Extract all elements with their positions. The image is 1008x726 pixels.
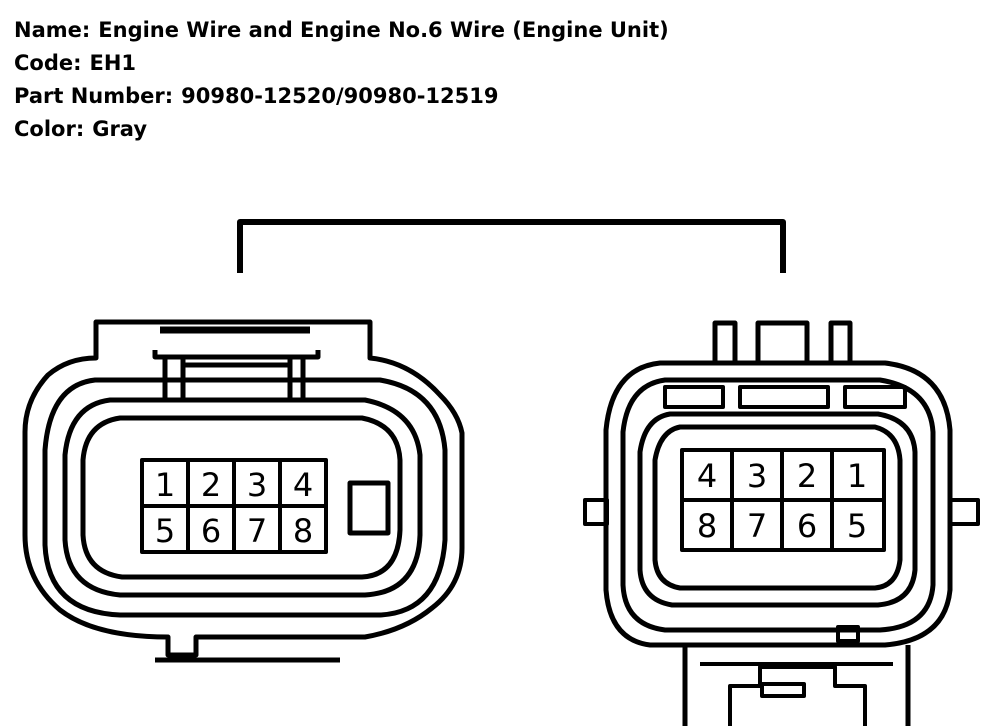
left-pin-grid [140, 458, 328, 554]
right-pin-label: 6 [797, 507, 817, 545]
mating-bracket [237, 219, 786, 273]
left-connector-housing [22, 319, 465, 658]
left-pin-label: 2 [201, 466, 221, 504]
right-top-pegs [712, 320, 853, 363]
code-label: Code: [14, 51, 82, 75]
right-pin-label: 4 [697, 457, 717, 495]
left-pin-label: 8 [293, 512, 313, 550]
right-connector [583, 320, 980, 726]
right-right-ear [948, 498, 980, 526]
left-connector [22, 319, 465, 663]
left-inner-ring [42, 377, 448, 618]
left-lock-tab [152, 350, 321, 360]
left-pin-label: 3 [247, 466, 267, 504]
left-pin-label: 6 [201, 512, 221, 550]
right-pin-label: 7 [747, 507, 767, 545]
code-row: Code: EH1 [14, 47, 669, 80]
part-number-row: Part Number: 90980-12520/90980-12519 [14, 80, 669, 113]
color-row: Color: Gray [14, 113, 669, 146]
right-pin-grid [680, 448, 886, 552]
right-pin-label: 1 [847, 457, 867, 495]
name-value: Engine Wire and Engine No.6 Wire (Engine… [98, 18, 669, 42]
right-inner-ring [637, 411, 918, 608]
color-label: Color: [14, 117, 85, 141]
name-row: Name: Engine Wire and Engine No.6 Wire (E… [14, 14, 669, 47]
right-pin-label: 2 [797, 457, 817, 495]
part-number-label: Part Number: [14, 84, 174, 108]
code-value: EH1 [89, 51, 137, 75]
left-side-latch [347, 480, 391, 536]
left-pin-label: 4 [293, 466, 313, 504]
left-pin-label: 1 [155, 466, 175, 504]
left-pin-label: 7 [247, 512, 267, 550]
color-value: Gray [92, 117, 148, 141]
right-pin-label: 8 [697, 507, 717, 545]
right-bottom-latch [682, 645, 911, 726]
connector-info: Name: Engine Wire and Engine No.6 Wire (E… [14, 14, 669, 146]
right-left-ear [583, 498, 609, 526]
part-number-value: 90980-12520/90980-12519 [181, 84, 499, 108]
right-pin-label: 3 [747, 457, 767, 495]
right-connector-housing [603, 360, 953, 648]
name-label: Name: [14, 18, 91, 42]
left-pin-label: 5 [155, 512, 175, 550]
right-pin-label: 5 [847, 507, 867, 545]
